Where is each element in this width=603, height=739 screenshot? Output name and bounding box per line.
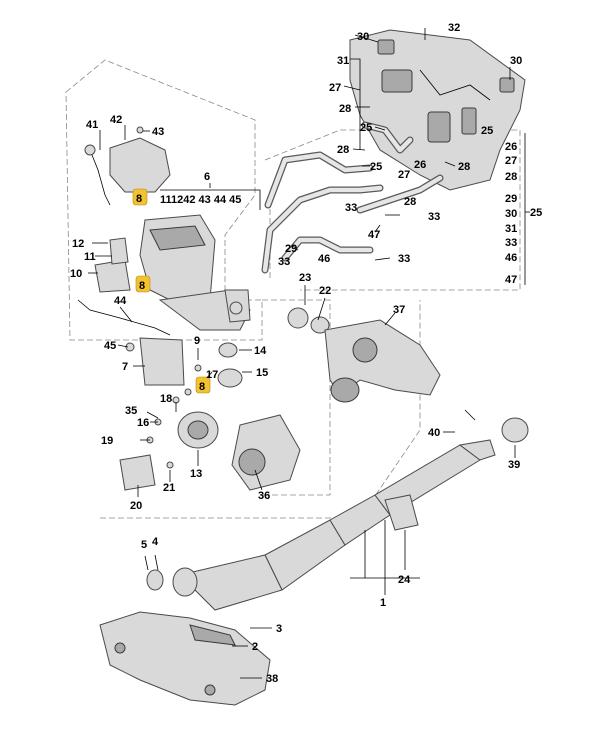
callout-30: 30 [510,55,522,67]
list-33: 33 [505,237,517,249]
callout-16: 16 [137,417,149,429]
callout-14: 14 [254,345,267,357]
highlight-badge [132,188,148,206]
callout-2: 2 [252,641,258,653]
callout-15: 15 [256,367,268,379]
list-31: 31 [505,223,517,235]
callout-group-6: 111242 43 44 45 [160,194,241,206]
callout-28: 28 [458,161,470,173]
callout-4: 4 [152,536,159,548]
callout-24: 24 [398,574,411,586]
callout-39: 39 [508,459,520,471]
callout-43: 43 [152,126,164,138]
callout-40: 40 [428,427,440,439]
callout-8: 8 [199,381,205,393]
callout-25: 25 [481,125,493,137]
exhaust-pipe [146,409,529,611]
highlight-badge [135,275,151,293]
callout-22: 22 [319,285,331,297]
list-46: 46 [505,252,517,264]
callout-32: 32 [448,22,460,34]
flange-parts [119,342,301,491]
callout-33: 33 [428,211,440,223]
callout-25: 25 [360,122,372,134]
subframe [99,611,271,706]
callout-6: 6 [204,171,210,183]
callout-5: 5 [141,539,147,551]
brackets-left [77,237,185,386]
list-27: 27 [505,155,517,167]
vacuum-hoses [261,121,444,274]
callout-23: 23 [299,272,311,284]
highlight-badge [195,376,211,394]
callout-8: 8 [139,280,145,292]
callout-27: 27 [329,82,341,94]
list-29: 29 [505,193,517,205]
callout-31: 31 [337,55,349,67]
callout-33: 33 [398,253,410,265]
callout-37: 37 [393,304,405,316]
sensor-and-shield [84,126,171,206]
callout-8: 8 [136,193,142,205]
callout-19: 19 [101,435,113,447]
callout-33: 33 [278,256,290,268]
callout-46: 46 [318,253,330,265]
turbocharger [287,307,441,403]
catalytic-converter [139,214,251,331]
callout-11: 11 [84,251,96,263]
callout-35: 35 [125,405,137,417]
callout-44: 44 [114,295,127,307]
callout-20: 20 [130,500,142,512]
callout-29: 29 [285,243,297,255]
callout-26: 26 [414,159,426,171]
list-30: 30 [505,208,517,220]
callout-12: 12 [72,238,84,250]
callout-3: 3 [276,623,282,635]
callout-25: 25 [370,161,382,173]
right-index-list: 26 27 28 29 30 31 33 46 47 25 [505,141,542,286]
leader-lines [88,28,530,679]
callout-18: 18 [160,393,172,405]
callout-38: 38 [266,673,278,685]
callout-10: 10 [70,268,82,280]
callout-30: 30 [357,31,369,43]
callout-28: 28 [404,196,416,208]
callout-1: 1 [380,597,386,609]
callout-41: 41 [86,119,98,131]
callout-36: 36 [258,490,270,502]
callout-17: 17 [206,369,218,381]
callout-42: 42 [110,114,122,126]
callout-7: 7 [122,361,128,373]
list-28: 28 [505,171,517,183]
list-26: 26 [505,141,517,153]
callout-9: 9 [194,335,200,347]
callout-25: 25 [530,207,542,219]
callout-33: 33 [345,202,357,214]
callout-28: 28 [339,103,351,115]
callout-21: 21 [163,482,175,494]
callout-45: 45 [104,340,116,352]
callout-13: 13 [190,468,202,480]
callout-28: 28 [337,144,349,156]
callout-27: 27 [398,169,410,181]
callout-labels: 30 32 31 30 27 28 25 25 28 25 26 28 27 2… [70,22,542,685]
list-47: 47 [505,274,517,286]
callout-47: 47 [368,229,380,241]
